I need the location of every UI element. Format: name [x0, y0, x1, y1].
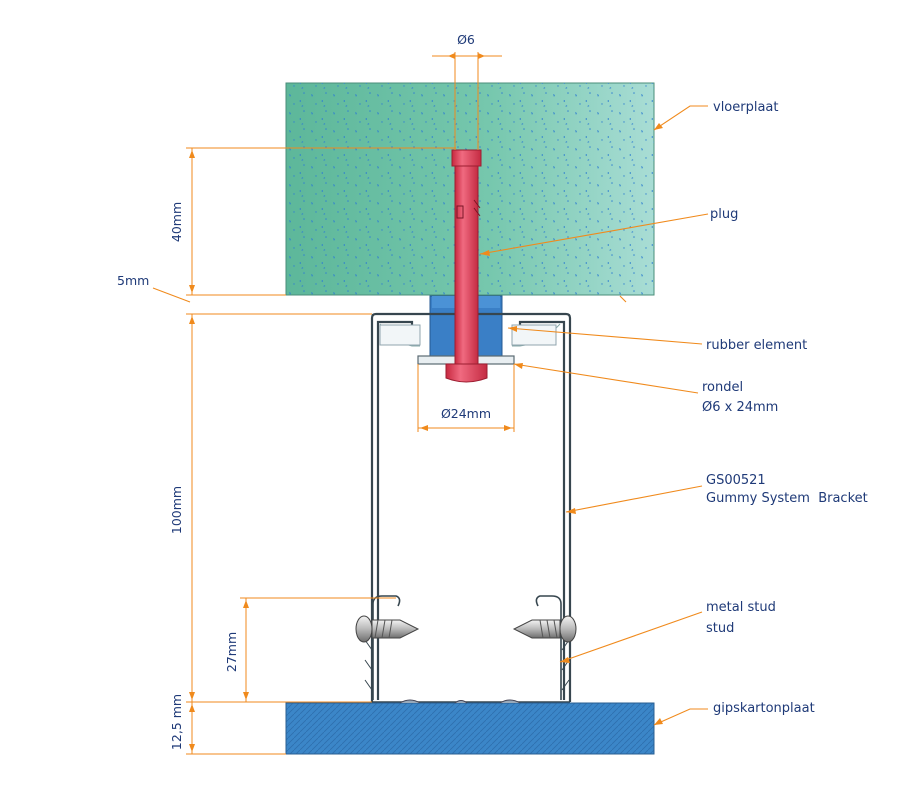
label-bracket-height: 100mm [169, 486, 184, 534]
label-plug: plug [710, 207, 738, 222]
screw-left [355, 615, 420, 643]
label-screw-height: 27mm [224, 632, 239, 672]
label-gipskartonplaat: gipskartonplaat [713, 701, 815, 716]
label-vloerplaat: vloerplaat [713, 100, 779, 115]
label-bracket-name: Gummy System Bracket [706, 491, 868, 506]
label-board-thickness: 12,5 mm [169, 694, 184, 750]
label-rondel: rondel [702, 380, 743, 395]
gypsum-board [285, 699, 655, 755]
dimension-washer-diameter: Ø24mm [417, 364, 515, 432]
dimension-bracket-height: 100mm [169, 314, 372, 703]
label-stud: stud [706, 621, 734, 636]
dimension-screw-height: 27mm [224, 597, 396, 703]
label-washer-diameter: Ø24mm [441, 406, 491, 421]
label-metal-stud: metal stud [706, 600, 776, 615]
dimension-gap: 5mm [117, 273, 372, 315]
label-rubber-element: rubber element [706, 338, 807, 353]
label-gap: 5mm [117, 273, 149, 288]
label-bracket-code: GS00521 [706, 473, 766, 488]
label-bolt-diameter: Ø6 [457, 32, 475, 47]
callout-leaders [479, 105, 709, 726]
plug-anchor [445, 149, 488, 383]
label-rondel-size: Ø6 x 24mm [702, 400, 778, 415]
screw-right [512, 615, 577, 643]
dimension-slab-depth: 40mm [169, 147, 456, 296]
dimension-board-thickness: 12,5 mm [169, 694, 286, 755]
dimension-bolt-diameter: Ø6 [432, 32, 502, 150]
metal-stud-left [364, 595, 401, 700]
label-slab-depth: 40mm [169, 202, 184, 242]
